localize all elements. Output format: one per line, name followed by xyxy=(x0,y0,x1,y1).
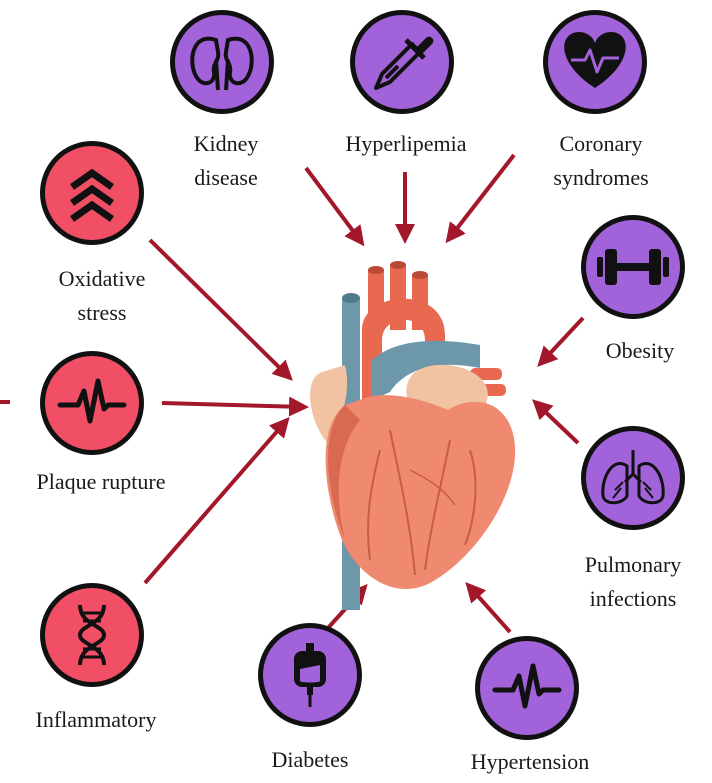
node-plaque xyxy=(40,351,144,455)
node-hypertension xyxy=(475,636,579,740)
label-hypertension: Hypertension xyxy=(471,745,590,779)
label-obesity: Obesity xyxy=(606,334,674,368)
node-inflammatory xyxy=(40,583,144,687)
arrow-coronary xyxy=(448,155,514,240)
node-fill xyxy=(586,431,680,525)
node-fill xyxy=(45,588,139,682)
node-coronary xyxy=(543,10,647,114)
node-oxidative xyxy=(40,141,144,245)
label-diabetes: Diabetes xyxy=(272,743,349,777)
label-plaque: Plaque rupture xyxy=(37,465,166,499)
arrow-hypertension xyxy=(468,585,510,632)
label-inflammatory: Inflammatory xyxy=(36,703,157,737)
node-fill xyxy=(175,15,269,109)
arrow-pulmonary xyxy=(535,402,578,443)
arrow-obesity xyxy=(540,318,583,364)
node-fill xyxy=(355,15,449,109)
arrow-inflammatory xyxy=(145,420,287,583)
arrow-kidney xyxy=(306,168,362,243)
node-obesity xyxy=(581,215,685,319)
node-pulmonary xyxy=(581,426,685,530)
node-diabetes xyxy=(258,623,362,727)
arrow-plaque xyxy=(162,403,305,407)
arrow-oxidative xyxy=(150,240,290,378)
node-hyperlipemia xyxy=(350,10,454,114)
label-hyperlipemia: Hyperlipemia xyxy=(346,127,467,161)
anatomical-heart-icon xyxy=(310,261,515,610)
node-kidney xyxy=(170,10,274,114)
